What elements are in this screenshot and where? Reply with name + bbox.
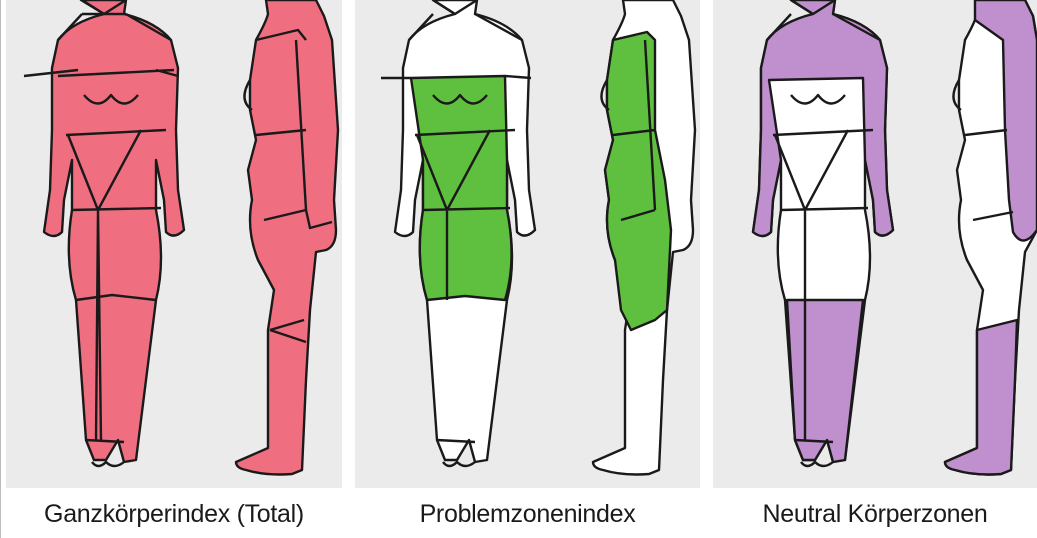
panel-neutral: [713, 0, 1037, 488]
panel-total: [6, 0, 342, 488]
left-border: [0, 0, 1, 538]
body-figure-neutral: [713, 0, 1037, 488]
body-figure-total: [6, 0, 342, 488]
caption-total: Ganzkörperindex (Total): [6, 494, 342, 534]
panel-problem: [355, 0, 700, 488]
caption-problem: Problemzonenindex: [355, 494, 700, 534]
body-figure-problem: [355, 0, 700, 488]
caption-neutral: Neutral Körperzonen: [713, 494, 1037, 534]
